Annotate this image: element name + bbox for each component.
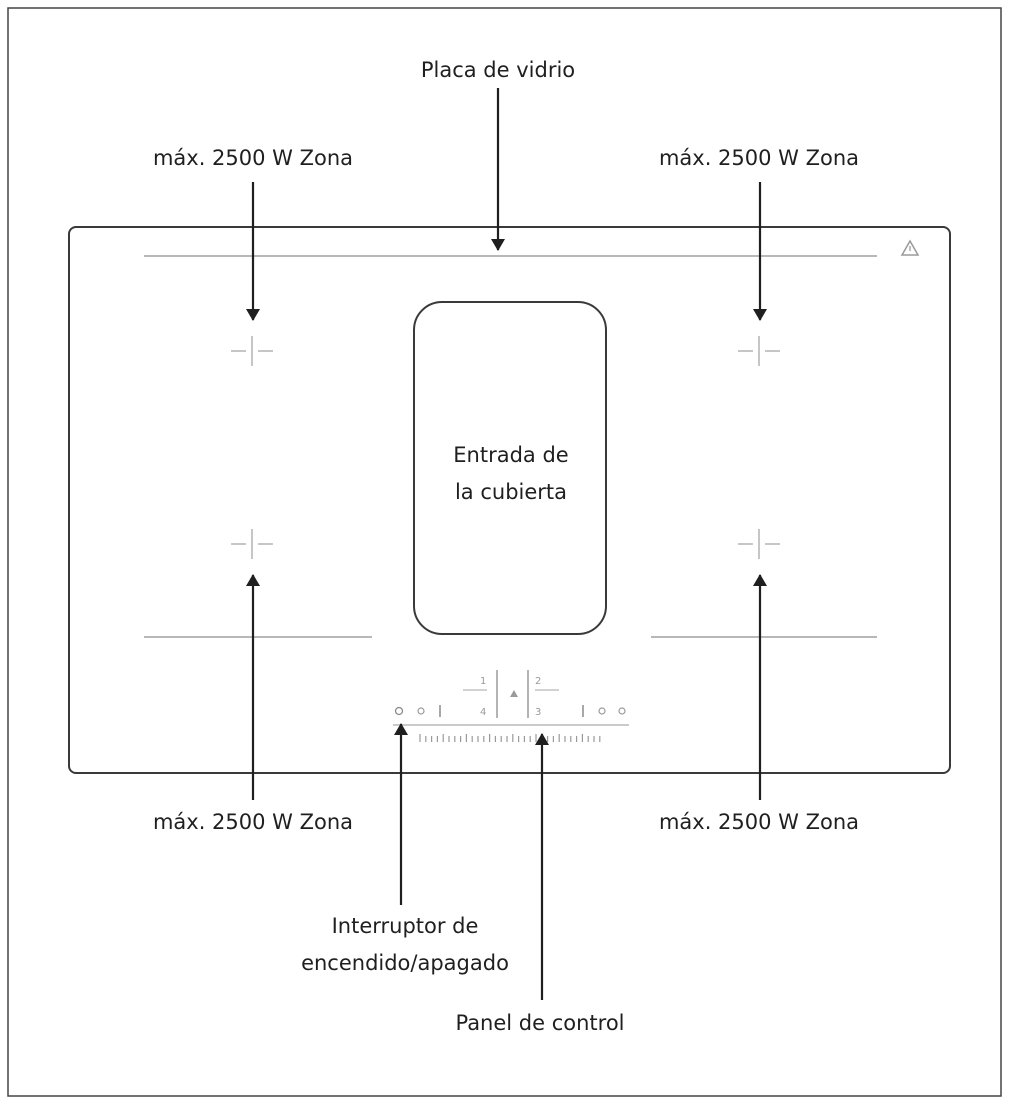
control-panel: 1 4 2 3 [393,670,629,742]
power-switch-label-line1: Interruptor de [331,914,479,938]
glass-plate-label: Placa de vidrio [420,58,576,82]
zone-center-crosshair-icon [738,336,780,366]
svg-text:4: 4 [480,707,486,718]
zone-center-crosshair-icon [738,529,780,559]
flex-zone-icon [510,690,518,697]
cover-inlet-outline [413,301,607,635]
zone-center-crosshair-icon [231,529,273,559]
zone-bottom-left-label: máx. 2500 W Zona [152,810,354,834]
power-icon [394,706,404,716]
svg-text:1: 1 [480,676,486,687]
timer-icon [618,707,626,715]
lock-icon [417,707,425,715]
svg-text:3: 3 [535,707,541,718]
cover-inlet-label-line2: la cubierta [454,480,568,504]
control-panel-label: Panel de control [455,1011,625,1035]
power-switch-label-line2: encendido/apagado [301,951,509,975]
hob-outline [68,226,951,774]
zone-bottom-right-label: máx. 2500 W Zona [658,810,860,834]
zone-top-right-label: máx. 2500 W Zona [658,146,860,170]
zone-top-left-label: máx. 2500 W Zona [152,146,354,170]
page-frame [7,7,1002,1097]
zone-center-crosshair-icon [231,336,273,366]
svg-text:2: 2 [535,676,541,687]
power-slider [419,734,601,742]
warning-triangle-icon [900,239,920,256]
cover-inlet-label-line1: Entrada de [453,443,569,467]
timer-icon [598,707,606,715]
